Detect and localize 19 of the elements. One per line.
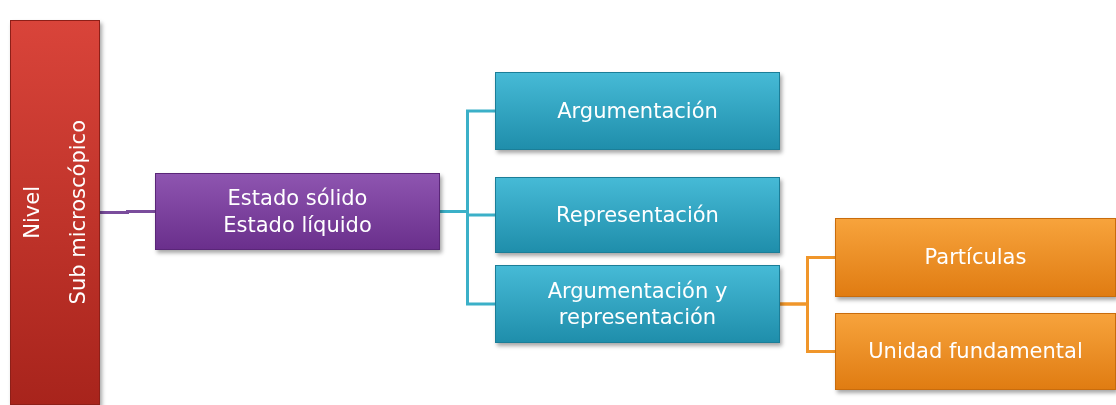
topic-box bbox=[835, 313, 1116, 390]
node-label: Sub microscópico bbox=[65, 120, 91, 305]
node-label: Estado sólido bbox=[227, 185, 368, 212]
topic-box bbox=[495, 177, 780, 253]
topic-box bbox=[155, 173, 440, 250]
node-label: Argumentación bbox=[557, 97, 718, 125]
connector-line bbox=[780, 302, 835, 353]
node-label: Unidad fundamental bbox=[868, 338, 1083, 365]
topic-box bbox=[495, 72, 780, 150]
connector-line bbox=[100, 210, 155, 214]
node-label: Estado líquido bbox=[223, 211, 372, 238]
node-label: Nivel bbox=[18, 186, 45, 239]
topic-box bbox=[495, 265, 780, 343]
node-label: Representación bbox=[556, 201, 719, 229]
topic-box bbox=[835, 218, 1116, 297]
topic-box bbox=[10, 20, 100, 405]
node-label: Argumentación y representación bbox=[546, 277, 729, 331]
connector-line bbox=[440, 210, 495, 306]
node-label: Partículas bbox=[924, 244, 1027, 271]
